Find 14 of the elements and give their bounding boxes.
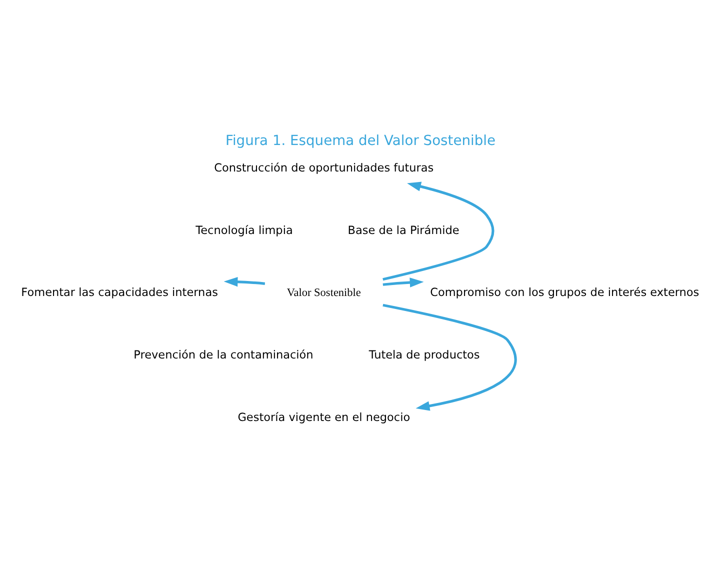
arrow — [382, 303, 517, 410]
node-text: Construcción de oportunidades futuras — [214, 161, 434, 174]
arrow — [382, 277, 424, 287]
arrow — [224, 276, 266, 286]
node-text: Compromiso con los grupos de interés externos — [430, 286, 700, 299]
diagram-title: Figura 1. Esquema del Valor Sostenible — [226, 132, 496, 149]
label: Tecnología limpia — [196, 223, 293, 236]
arrow — [382, 181, 494, 280]
label: Base de la Pirámide — [348, 223, 460, 236]
label: Prevención de la contaminación — [134, 348, 314, 362]
node-text: Fomentar las capacidades internas — [21, 286, 218, 299]
node-text: Valor Sostenible — [286, 286, 361, 299]
label: Tutela de productos — [368, 348, 480, 362]
node-text: Gestoría vigente en el negocio — [238, 410, 410, 424]
